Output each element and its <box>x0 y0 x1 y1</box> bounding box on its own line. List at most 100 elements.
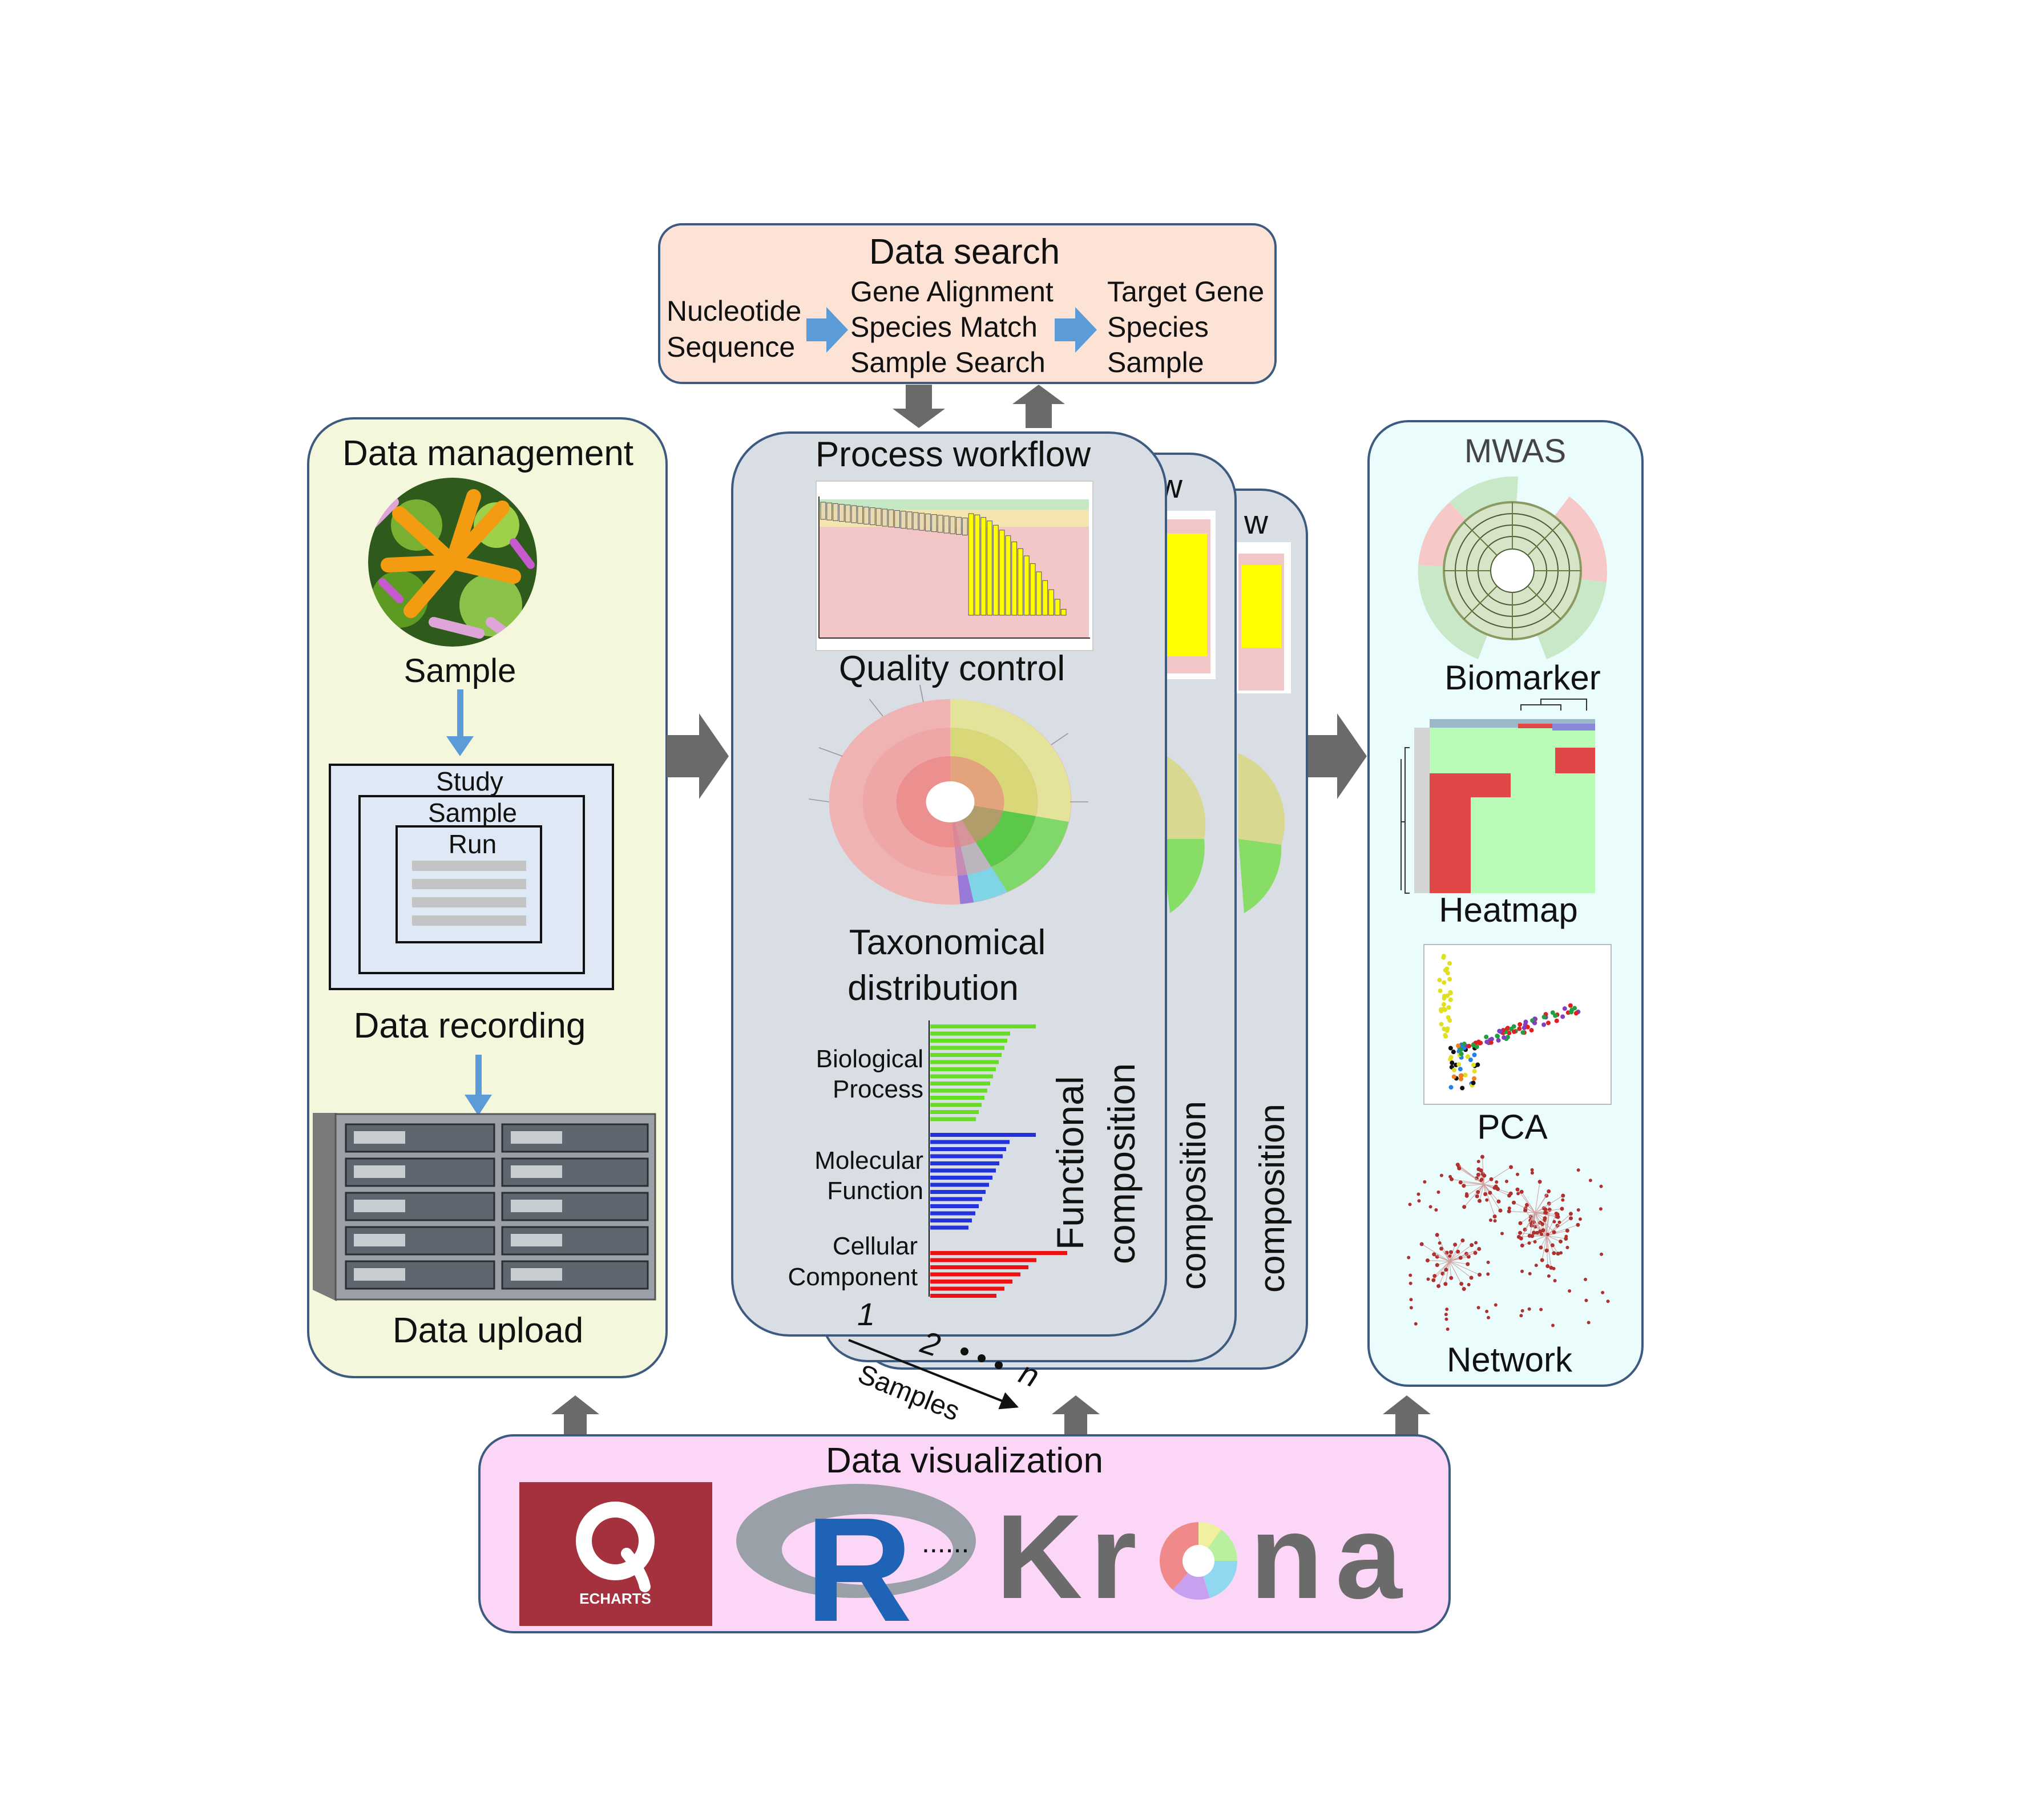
functional-bar <box>930 1218 972 1222</box>
quality-bar <box>838 504 845 522</box>
network-node <box>1527 1307 1531 1311</box>
network-node <box>1476 1306 1480 1310</box>
network-node <box>1476 1172 1480 1177</box>
network-edge <box>1535 1212 1559 1217</box>
search-method-line-1: Gene Alignment <box>850 276 1054 308</box>
network-node <box>1584 1298 1588 1302</box>
pca-point <box>1458 1067 1463 1072</box>
network-node <box>1416 1192 1420 1196</box>
network-node <box>1438 1241 1442 1245</box>
network-node <box>1527 1233 1532 1238</box>
network-node <box>1462 1287 1466 1292</box>
pca-point <box>1446 1015 1451 1020</box>
network-node <box>1556 1252 1560 1256</box>
network-node <box>1576 1222 1580 1227</box>
network-node <box>1458 1256 1463 1260</box>
network-node <box>1523 1206 1528 1211</box>
network-node <box>1434 1208 1438 1212</box>
network-node <box>1516 1192 1520 1196</box>
functional-bar <box>930 1225 968 1230</box>
network-node <box>1488 1218 1492 1222</box>
pca-point <box>1441 1002 1446 1007</box>
network-node <box>1561 1193 1565 1198</box>
network-edge <box>1449 1261 1462 1284</box>
network-edge <box>1546 1218 1571 1236</box>
network-node <box>1489 1177 1494 1181</box>
network-edge <box>1482 1156 1484 1185</box>
pca-point <box>1560 1014 1565 1019</box>
network-node <box>1552 1220 1556 1224</box>
functional-bars <box>930 1024 1067 1298</box>
network-node <box>1483 1192 1488 1196</box>
network-node <box>1456 1249 1460 1254</box>
r-letter: R <box>805 1487 913 1653</box>
functional-composition-chart: Biological Process Molecular Function Ce… <box>788 1020 1067 1298</box>
network-edge <box>1509 1210 1536 1213</box>
network-node <box>1568 1289 1572 1293</box>
category-cell-line-2: Component <box>788 1263 918 1291</box>
up-arrow-to-workflow <box>1052 1395 1100 1435</box>
functional-bar <box>930 1039 1007 1043</box>
network-node <box>1479 1179 1483 1183</box>
search-output-line-2: Species <box>1107 311 1209 343</box>
quality-bar <box>869 507 875 526</box>
network-edge <box>1479 1184 1484 1201</box>
network-edge <box>1546 1235 1561 1242</box>
quality-bar <box>913 512 919 530</box>
quality-bar <box>1023 555 1030 616</box>
network-node <box>1492 1214 1497 1218</box>
quality-bar <box>943 515 950 534</box>
server-rack-image <box>313 1113 656 1301</box>
network-edge <box>1546 1213 1557 1236</box>
network-edge <box>1546 1235 1566 1240</box>
pca-point <box>1459 1051 1464 1056</box>
pca-point <box>1448 1055 1454 1060</box>
network-node <box>1462 1205 1467 1209</box>
network-node <box>1552 1251 1556 1256</box>
network-edge <box>1445 1261 1450 1284</box>
pca-point <box>1497 1028 1502 1034</box>
network-node <box>1516 1172 1520 1176</box>
quality-bar <box>845 505 851 523</box>
krona-letter-r: r <box>1090 1490 1137 1624</box>
network-node <box>1425 1258 1430 1262</box>
network-node <box>1584 1277 1588 1281</box>
network-node <box>1485 1198 1489 1202</box>
network-edge <box>1535 1191 1549 1213</box>
network-node <box>1532 1230 1536 1235</box>
network-node <box>1606 1300 1610 1304</box>
functional-bar <box>930 1110 979 1114</box>
quality-bar <box>851 505 857 523</box>
pca-point <box>1443 1032 1448 1038</box>
quality-bar <box>1060 609 1067 616</box>
quality-bar <box>950 516 956 534</box>
network-node <box>1551 1323 1555 1327</box>
quality-bar <box>968 513 974 616</box>
network-node <box>1601 1290 1605 1294</box>
network-node <box>1546 1232 1550 1236</box>
quality-bar <box>906 511 913 530</box>
pca-point <box>1471 1043 1476 1048</box>
network-edge <box>1546 1213 1571 1236</box>
network-edge <box>1521 1191 1536 1213</box>
pca-point <box>1448 1085 1454 1090</box>
workflow-card-1: Process workflow Quality control <box>731 431 1167 1337</box>
pca-point <box>1463 1072 1468 1078</box>
network-node <box>1519 1189 1524 1194</box>
network-node <box>1534 1264 1538 1268</box>
network-node <box>1473 1250 1478 1255</box>
quality-bar <box>833 503 838 521</box>
network-node <box>1528 1272 1532 1276</box>
network-node <box>1439 1173 1443 1177</box>
quality-bar <box>999 530 1005 616</box>
functional-bar <box>930 1147 1006 1151</box>
process-workflow-title: Process workflow <box>816 435 1091 474</box>
network-node <box>1560 1206 1564 1211</box>
network-nodes <box>1407 1155 1610 1331</box>
data-visualization-panel: Data visualization ECHARTS R ...... K r <box>478 1434 1451 1653</box>
arrow-workflow-to-analysis <box>1307 713 1367 799</box>
search-output-line-3: Sample <box>1107 346 1204 378</box>
record-hierarchy: Study Sample Run <box>329 764 614 990</box>
network-node <box>1446 1327 1450 1331</box>
functional-bar <box>930 1204 979 1208</box>
